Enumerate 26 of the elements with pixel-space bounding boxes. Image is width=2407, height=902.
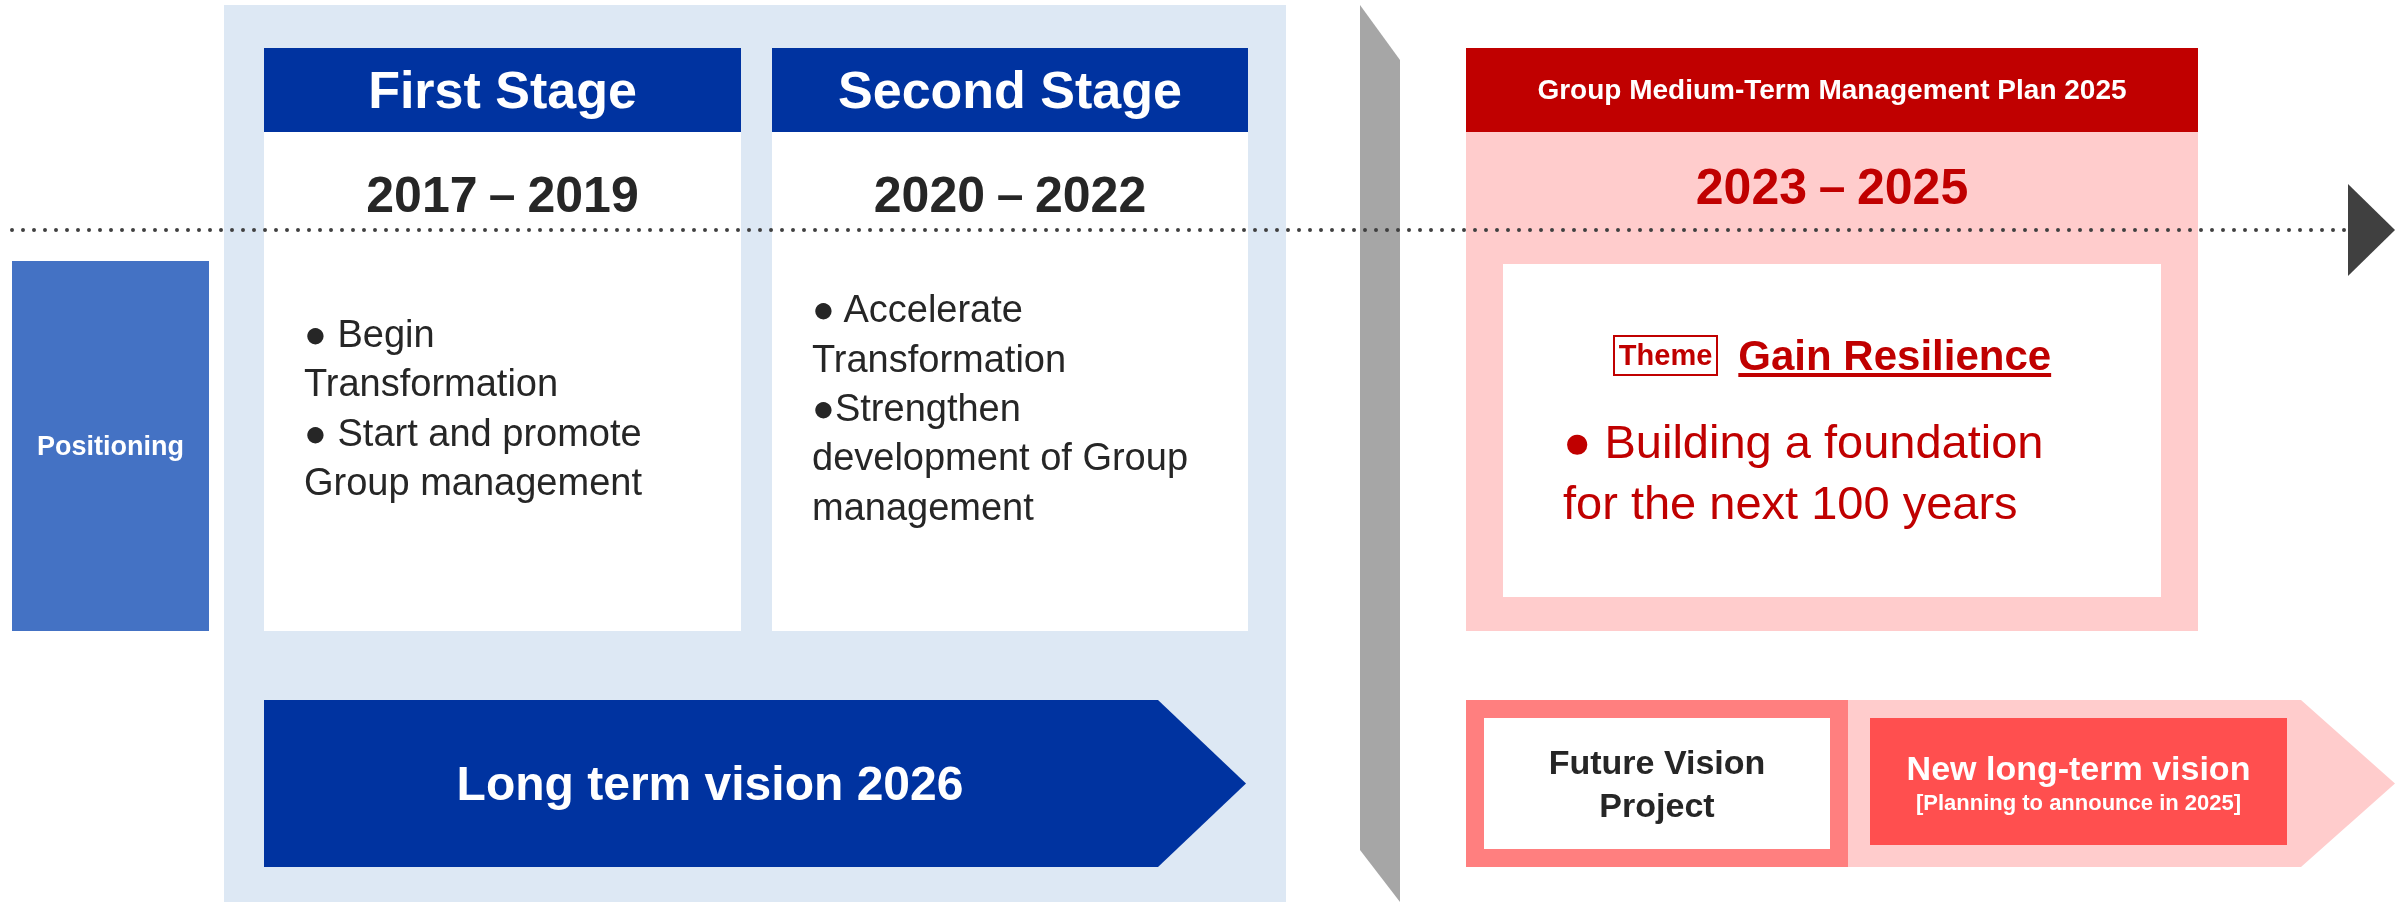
bullet-text: ● Begin Transformation [304,311,560,407]
stage-header: First Stage [264,48,741,132]
box-title: New long-term vision [1906,747,2251,789]
chevron-label: Long term vision 2026 [456,755,964,812]
year-range: 2020－2022 [873,166,1147,225]
box-label: Future Vision Project [1548,742,1766,826]
theme-title: Gain Resilience [1738,331,2052,381]
plan-header: Group Medium-Term Management Plan 2025 [1466,48,2198,132]
theme-card [1503,264,2161,597]
box-subtitle: [Planning to announce in 2025] [1915,789,2242,817]
bullet-text: ● Start and promote Group management [304,410,643,506]
bullet-text: ● Accelerate Transformation [812,287,1068,382]
side-label-box: Positioning [12,261,209,631]
panel-background [224,5,1286,902]
chevron-arrow [264,700,1246,867]
stage-header: Second Stage [772,48,1248,132]
framed-box [1466,700,1848,867]
highlight-box [1870,718,2287,845]
year-range: 2017－2019 [366,166,639,225]
year-range: 2023－2025 [1695,158,1969,217]
plan-panel [1466,48,2198,631]
stage-card [264,48,741,631]
bullet-text: ●Strengthen development of Group management [812,386,1189,530]
stage-card [772,48,1248,631]
bullet-text: ● Building a foundation for the next 100 years [1562,414,2045,532]
theme-tag: Theme [1612,335,1719,376]
